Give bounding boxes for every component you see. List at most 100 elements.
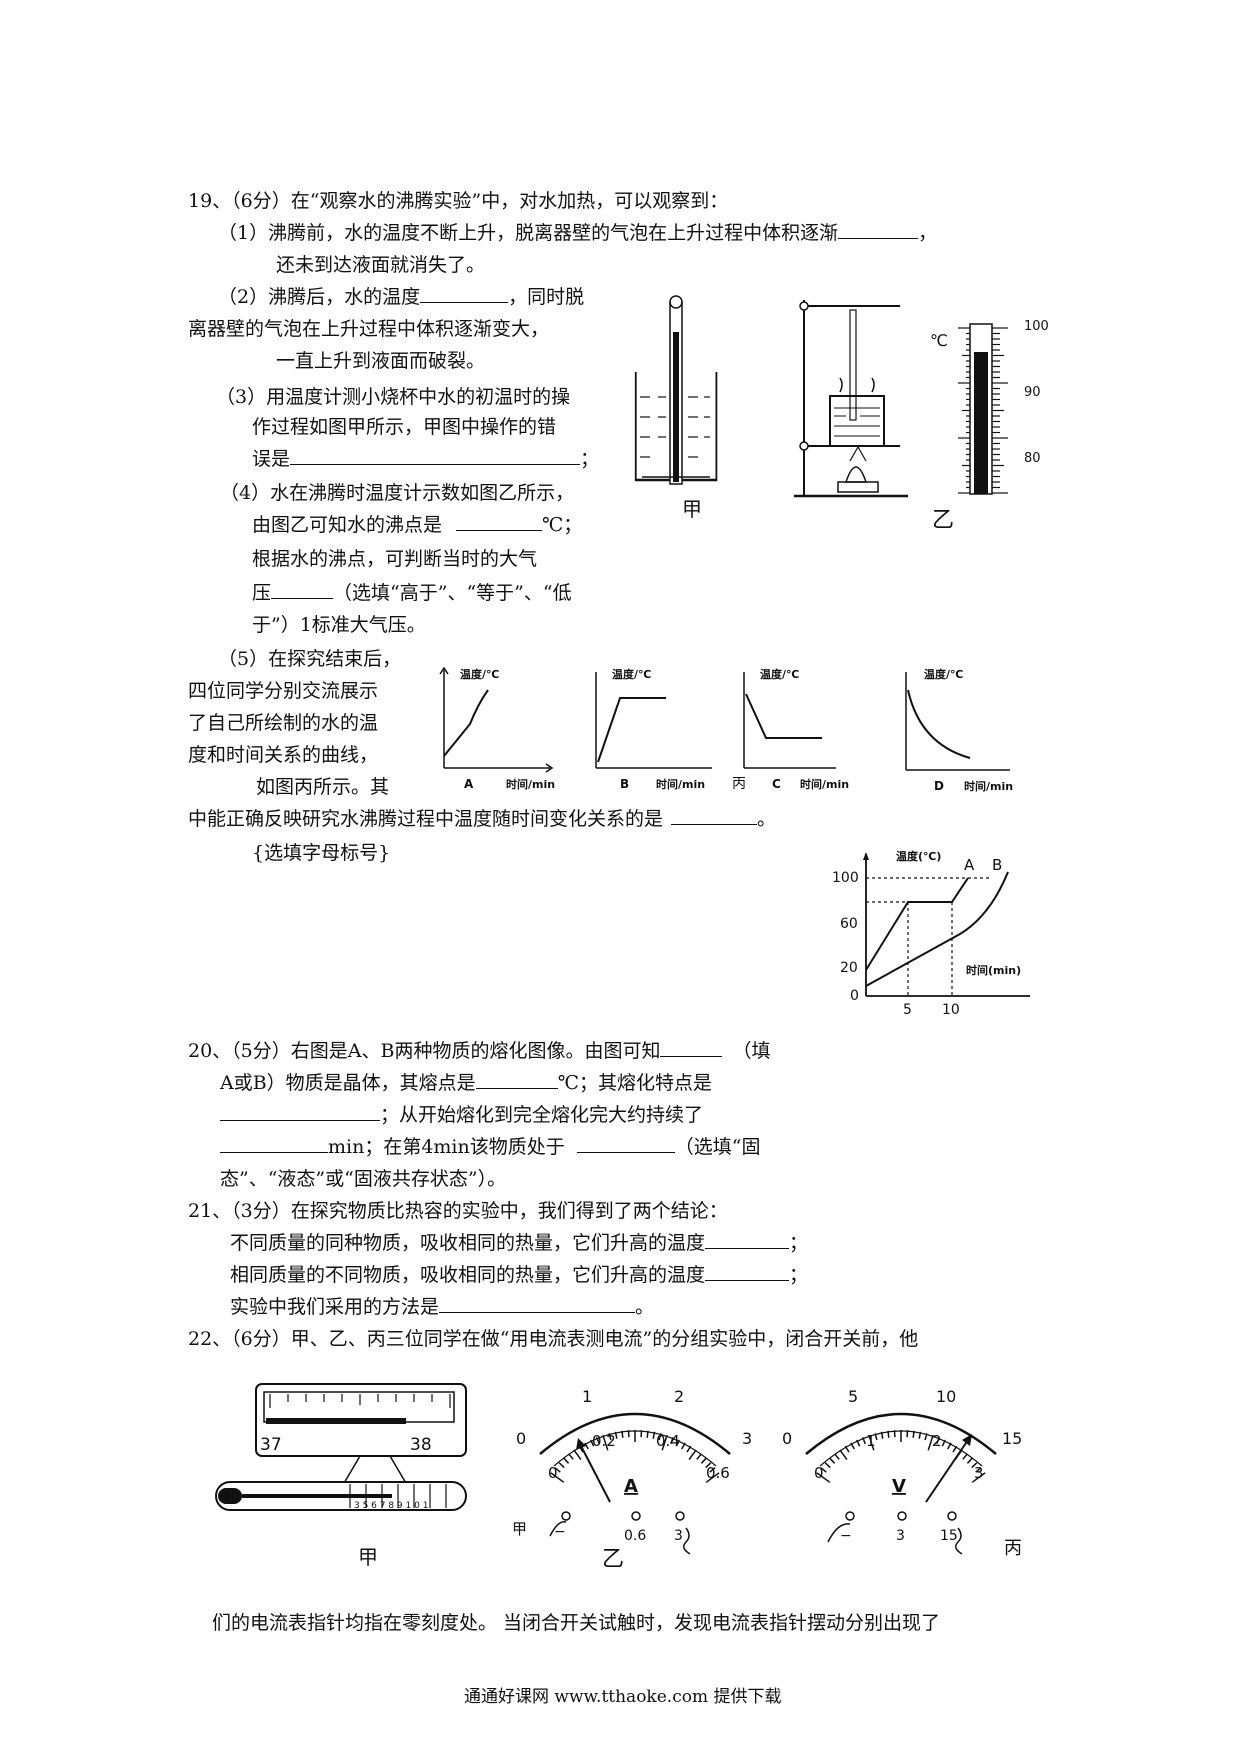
graph-c-letter: C	[772, 777, 781, 791]
q19-blank-1[interactable]	[838, 220, 919, 239]
q19-part5-period: 。	[757, 808, 777, 830]
q21-blank-1[interactable]	[705, 1230, 790, 1249]
q19-part2-line3: 一直上升到液面而破裂。	[276, 350, 486, 372]
q19-part5-line6: 中能正确反映研究水沸腾过程中温度随时间变化关系的是。	[188, 806, 776, 832]
q21-line1: 21、（3分）在探究物质比热容的实验中，我们得到了两个结论：	[188, 1200, 728, 1222]
voltmeter-outer-0: 0	[782, 1429, 792, 1448]
q20-blank-1[interactable]	[660, 1038, 723, 1057]
q19-blank-6[interactable]	[671, 806, 758, 825]
q19-part4-options: （选填“高于”、“等于”、“低	[333, 582, 572, 604]
graph-a-ylabel: 温度/℃	[460, 667, 499, 681]
graph-c-ylabel: 温度/℃	[760, 667, 799, 681]
q21-line4-text: 实验中我们采用的方法是	[230, 1296, 440, 1318]
q19-part1: （1）沸腾前，水的温度不断上升，脱离器壁的气泡在上升过程中体积逐渐，	[218, 220, 937, 246]
ammeter-outer-0: 0	[516, 1429, 526, 1448]
voltmeter-outer-15: 15	[1002, 1429, 1022, 1448]
q20-line1: 20、（5分）右图是A、B两种物质的熔化图像。由图可知（填	[188, 1038, 770, 1064]
q19-part5-line5: 如图丙所示。其	[256, 776, 390, 798]
q20-blank-2[interactable]	[475, 1070, 558, 1089]
q19-part4-unit: ℃；	[542, 514, 583, 536]
q21-blank-3[interactable]	[439, 1294, 636, 1313]
q20-line4-text: min；在第4min该物质处于	[328, 1136, 565, 1158]
q19-part4-line4: 压（选填“高于”、“等于”、“低	[252, 580, 572, 606]
q19-blank-3[interactable]	[290, 446, 581, 465]
q22-voltmeter: 0 5 10 15 0 1 2 3 V − 3 15 丙	[782, 1387, 1022, 1559]
q20-line3-text: ；从开始熔化到完全熔化完大约持续了	[380, 1104, 704, 1126]
ammeter-term-3: 3	[674, 1528, 683, 1544]
q19-part5-line2: 四位同学分别交流展示	[188, 680, 379, 702]
q20-line1-text: 20、（5分）右图是A、B两种物质的熔化图像。由图可知	[188, 1040, 661, 1062]
q19-part1-cont: 还未到达液面就消失了。	[276, 254, 486, 276]
thermo-tick-90: 90	[1024, 385, 1041, 400]
q21-line3: 相同质量的不同物质，吸收相同的热量，它们升高的温度；	[230, 1262, 808, 1288]
q19-part2-tail: ，同时脱	[508, 286, 585, 308]
q20-ytick-20: 20	[840, 960, 858, 976]
fig-bing-graphs: 温度/℃ A 时间/min 温度/℃ B 时间/min 温度/℃ 丙 C 时间/…	[439, 666, 1013, 793]
q20-line2-text: A或B）物质是晶体，其熔点是	[220, 1072, 476, 1094]
q19-part3-line2: 作过程如图甲所示，甲图中操作的错	[252, 416, 557, 438]
voltmeter-outer-10: 10	[936, 1387, 956, 1406]
voltmeter-term-15: 15	[940, 1528, 958, 1544]
ammeter-outer-2: 2	[674, 1387, 684, 1406]
q19-blank-5[interactable]	[271, 580, 334, 599]
q19-stem: 19、（6分）在“观察水的沸腾实验”中，对水加热，可以观察到：	[188, 190, 729, 212]
q22-jia-thermometer: 37 38 3 5 6 7 8 9 1 0 1 甲	[215, 1383, 467, 1569]
ammeter-inner-0: 0	[548, 1464, 558, 1482]
q22-thermo-37: 37	[260, 1435, 282, 1455]
q19-part4-line3: 根据水的沸点，可判断当时的大气	[252, 548, 538, 570]
q22-ammeter: 0 1 2 3 0 0.2 0.4 0.6 A 甲 − 0.6 3 乙	[512, 1387, 752, 1572]
q22-jia-tag: 甲	[512, 1520, 527, 1538]
fig-yi-label: 乙	[932, 508, 955, 533]
q20-ytick-100: 100	[832, 870, 859, 886]
ammeter-inner-0.6: 0.6	[706, 1464, 730, 1482]
q19-part4-line2: 由图乙可知水的沸点是 ℃；	[252, 512, 582, 538]
q21-line2-text: 不同质量的同种物质，吸收相同的热量，它们升高的温度	[230, 1232, 706, 1254]
fig-jia-label: 甲	[682, 497, 702, 521]
q21-blank-2[interactable]	[705, 1262, 790, 1281]
ammeter-outer-3: 3	[742, 1429, 752, 1448]
q22-thermo-38: 38	[410, 1435, 432, 1455]
graph-d-ylabel: 温度/℃	[924, 667, 963, 681]
q20-blank-5[interactable]	[576, 1134, 675, 1153]
graph-a-xlabel: 时间/min	[506, 777, 555, 791]
graph-a-letter: A	[464, 777, 474, 791]
voltmeter-term-3: 3	[896, 1528, 905, 1544]
page-footer: 通通好课网 www.tthaoke.com 提供下载	[464, 1687, 782, 1707]
ammeter-symbol: A	[624, 1476, 638, 1497]
q22-yi-label: 乙	[602, 1547, 624, 1572]
q19-part3-line3: 误是；	[252, 446, 599, 472]
graph-d: 温度/℃ D 时间/min	[905, 667, 1013, 793]
q19-blank-2[interactable]	[420, 284, 509, 303]
q21-line3-text: 相同质量的不同物质，吸收相同的热量，它们升高的温度	[230, 1264, 706, 1286]
q20-blank-4[interactable]	[220, 1134, 328, 1153]
q20-chart-xlabel: 时间(min)	[966, 963, 1021, 977]
thermo-unit-label: ℃	[930, 331, 948, 350]
graph-b-xlabel: 时间/min	[656, 777, 705, 791]
q21-line2: 不同质量的同种物质，吸收相同的热量，它们升高的温度；	[230, 1230, 808, 1256]
thermo-tick-100: 100	[1024, 319, 1049, 334]
q19-part2: （2）沸腾后，水的温度 ，同时脱	[218, 284, 584, 310]
q20-melting-chart: 温度(℃) 时间(min) 100 60 20 0 5 10 A B	[832, 849, 1030, 1018]
q20-line4: min；在第4min该物质处于（选填“固	[220, 1134, 760, 1160]
q20-line2-tail: ℃；其熔化特点是	[557, 1072, 712, 1094]
graph-d-xlabel: 时间/min	[964, 779, 1013, 793]
ammeter-inner-0.2: 0.2	[592, 1432, 616, 1450]
q20-line5: 态”、“液态”或“固液共存状态”）。	[220, 1168, 507, 1190]
q20-ytick-60: 60	[840, 916, 858, 932]
thermo-tick-80: 80	[1024, 451, 1041, 466]
q19-blank-4[interactable]	[456, 512, 543, 531]
q19-part5-line1: （5）在探究结束后，	[218, 648, 402, 670]
q19-part4-text: 由图乙可知水的沸点是	[252, 514, 443, 536]
q20-line3: ；从开始熔化到完全熔化完大约持续了	[220, 1102, 703, 1128]
fig-yi-apparatus	[794, 300, 908, 498]
graph-c-xlabel: 时间/min	[800, 777, 849, 791]
graph-b-letter: B	[620, 777, 629, 791]
q20-blank-3[interactable]	[220, 1102, 380, 1121]
q19-part2-line2: 离器壁的气泡在上升过程中体积逐渐变大，	[188, 318, 550, 340]
q22-line2: 们的电流表指针均指在零刻度处。 当闭合开关试触时，发现电流表指针摆动分别出现了	[212, 1612, 941, 1634]
ammeter-term-0.6: 0.6	[624, 1528, 646, 1544]
q20-ytick-0: 0	[850, 988, 859, 1004]
q22-jia-label: 甲	[358, 1545, 378, 1569]
q19-part2-text: （2）沸腾后，水的温度	[218, 286, 421, 308]
fig-bing-label: 丙	[732, 776, 746, 792]
